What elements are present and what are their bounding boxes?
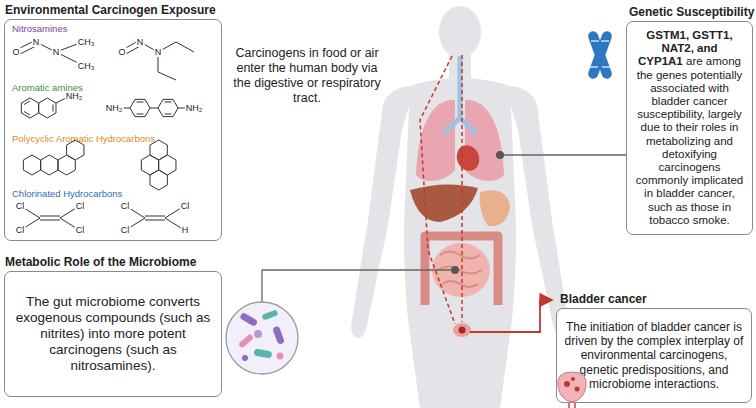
- bacterium: [272, 326, 285, 345]
- trachea: [445, 58, 475, 132]
- box-heading: Metabolic Role of the Microbiome: [5, 255, 196, 269]
- stomach: [480, 190, 510, 226]
- benzene-ring: [58, 155, 75, 175]
- benzene-ring: [150, 170, 167, 190]
- head: [439, 6, 481, 58]
- benzene-ring: [130, 99, 150, 116]
- bacterium: [254, 330, 262, 338]
- info-box: Genetic SusceptibilityGSTM1, GSTT1, NAT2…: [626, 21, 753, 235]
- human-body: [351, 6, 569, 408]
- benzene-ring: [21, 98, 38, 118]
- bond-lines: [16, 40, 80, 64]
- benzene-ring: [67, 140, 84, 160]
- box-heading: Bladder cancer: [560, 292, 647, 306]
- info-box: Bladder cancerThe initiation of bladder …: [556, 308, 752, 403]
- liver: [410, 184, 478, 222]
- bond-lines: [24, 208, 76, 228]
- category-label: Polycyclic Aromatic Hydrocarbons: [12, 133, 155, 144]
- heart: [453, 142, 483, 174]
- body-paragraph: GSTM1, GSTT1, NAT2, and CYP1A1are among …: [632, 29, 747, 227]
- aromatic-amine-structure: [21, 98, 185, 118]
- progression-arrow: [470, 300, 552, 332]
- category-label: Chlorinated Hydrocarbons: [12, 188, 122, 199]
- bacterium: [261, 309, 278, 320]
- body-text: The gut microbiome converts exogenous co…: [16, 294, 210, 374]
- leader-line: [262, 270, 455, 302]
- leader-line: [500, 154, 626, 155]
- bladder-shape: [558, 372, 586, 402]
- exposure-path: [461, 55, 463, 322]
- body-paragraph: The initiation of bladder cancer is driv…: [564, 320, 744, 392]
- benzene-ring: [141, 155, 158, 175]
- tumor-spot: [564, 381, 570, 387]
- body-area: The gut microbiome converts exogenous co…: [5, 272, 221, 396]
- exposure-path: [420, 56, 455, 324]
- body-paragraph: The gut microbiome converts exogenous co…: [15, 294, 211, 375]
- body-text: are among the genes potentially associat…: [636, 55, 743, 226]
- category-label: Nitrosamines: [12, 23, 67, 34]
- body-text: The initiation of bladder cancer is driv…: [565, 320, 744, 392]
- bacterium: [239, 312, 258, 327]
- benzene-ring: [150, 140, 167, 160]
- bond-lines: [122, 102, 185, 114]
- chlorinated-structure: [24, 208, 181, 228]
- tumor-spot: [575, 387, 580, 392]
- body-area: GSTM1, GSTT1, NAT2, and CYP1A1are among …: [627, 22, 752, 234]
- nitrosamine-structure: [16, 40, 194, 80]
- bacterium: [253, 348, 272, 358]
- pah-structure: [141, 140, 176, 190]
- intestine-folds: [438, 252, 482, 288]
- benzene-ring: [39, 98, 56, 118]
- chromatid: [587, 30, 613, 80]
- microbiome-icon: [226, 302, 298, 374]
- box-heading: Environmental Carcinogen Exposure: [5, 3, 216, 17]
- benzene-ring: [23, 155, 40, 175]
- bond-lines: [122, 40, 194, 80]
- bond-lines: [129, 208, 181, 228]
- microbe-circle: [226, 302, 298, 374]
- bond-lines: [24, 98, 66, 115]
- pah-structure: [23, 140, 84, 175]
- info-box: Environmental Carcinogen ExposureNitrosa…: [4, 19, 222, 241]
- urethra: [569, 402, 575, 408]
- annotation-text: Carcinogens in food or air enter the hum…: [232, 46, 382, 106]
- chromatid: [587, 30, 613, 80]
- info-box: Metabolic Role of the MicrobiomeThe gut …: [4, 271, 222, 397]
- tumor-spot: [571, 377, 575, 381]
- bladder-icon: [558, 372, 586, 408]
- bladder-organ: [453, 323, 471, 337]
- leader-dot: [451, 266, 459, 274]
- category-label: Aromatic amines: [12, 82, 83, 93]
- benzene-ring: [158, 99, 178, 116]
- leader-dot: [496, 151, 504, 159]
- bacterium: [277, 353, 284, 360]
- benzene-ring: [159, 155, 176, 175]
- benzene-ring: [41, 155, 58, 175]
- chromosome-band: [590, 41, 610, 67]
- bladder-dot: [459, 327, 466, 334]
- body-area: The initiation of bladder cancer is driv…: [557, 309, 751, 402]
- bacterium: [242, 355, 248, 361]
- chromosome-icon: [587, 30, 613, 80]
- box-heading: Genetic Susceptibility: [629, 5, 754, 19]
- bacterium: [238, 334, 254, 349]
